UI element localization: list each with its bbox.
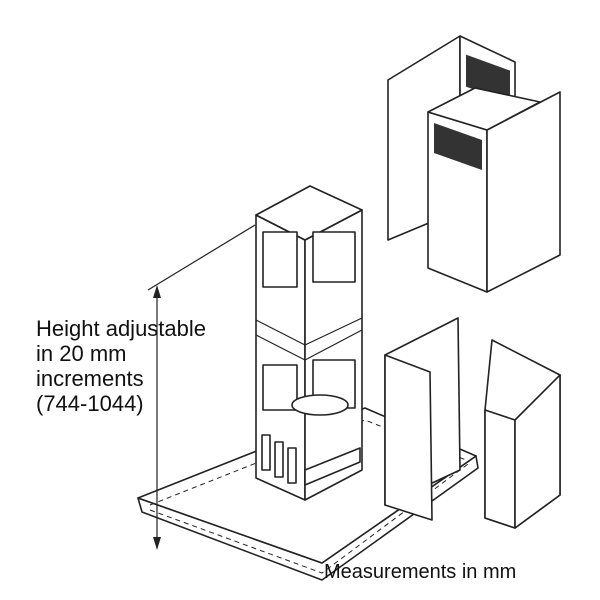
lower-chimney-left xyxy=(384,317,461,521)
note-line: (744-1044) xyxy=(36,391,144,416)
units-note: Measurements in mm xyxy=(324,561,517,583)
note-line: in 20 mm xyxy=(36,341,127,366)
note-line: increments xyxy=(36,366,144,391)
lower-chimney-right xyxy=(484,339,561,529)
telescopic-frame xyxy=(255,185,363,501)
height-dimension xyxy=(147,224,256,550)
upper-chimney-front xyxy=(427,87,561,293)
note-line: Height adjustable xyxy=(36,316,207,341)
height-adjustable-note: Height adjustable in 20 mm increments (7… xyxy=(36,316,206,416)
